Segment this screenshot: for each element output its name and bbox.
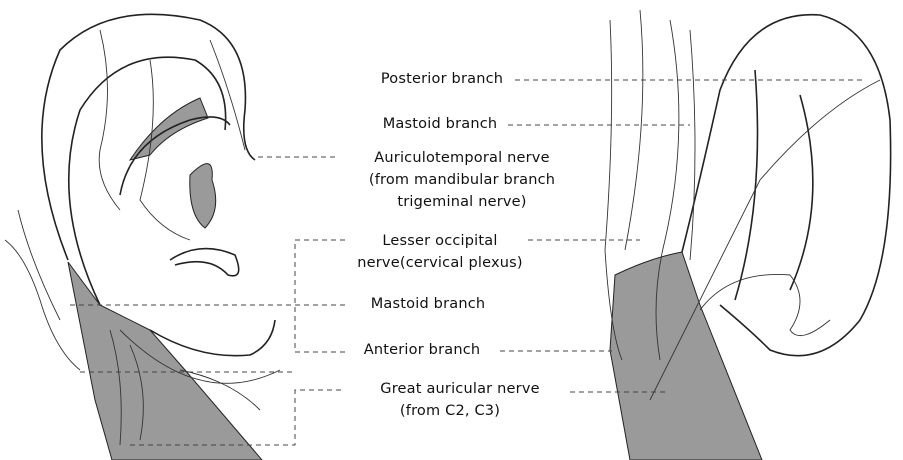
label-lesser-occipital-line2: nerve(cervical plexus) (357, 255, 523, 271)
label-posterior-branch: Posterior branch (380, 71, 504, 87)
label-mastoid-branch-top: Mastoid branch (382, 116, 498, 132)
label-great-auricular-line1: Great auricular nerve (380, 381, 540, 397)
label-auriculotemporal-line2: (from mandibular branch (368, 172, 556, 188)
left-tragus-shade (189, 163, 217, 229)
label-auriculotemporal-line3: trigeminal nerve) (397, 194, 527, 210)
right-ear-outline (681, 13, 892, 357)
right-neck-shaded-region (609, 251, 763, 460)
leader-lines (70, 79, 865, 446)
label-anterior-branch: Anterior branch (363, 342, 481, 358)
left-neck-shaded-region (67, 261, 263, 460)
label-auriculotemporal-line1: Auriculotemporal nerve (374, 150, 550, 166)
label-lesser-occipital-line1: Lesser occipital (382, 233, 498, 249)
label-great-auricular-line2: (from C2, C3) (399, 403, 501, 419)
left-nerves (4, 29, 281, 446)
label-mastoid-branch-bottom: Mastoid branch (370, 296, 486, 312)
right-nerves (604, 9, 881, 401)
left-ear-outline (41, 13, 276, 357)
